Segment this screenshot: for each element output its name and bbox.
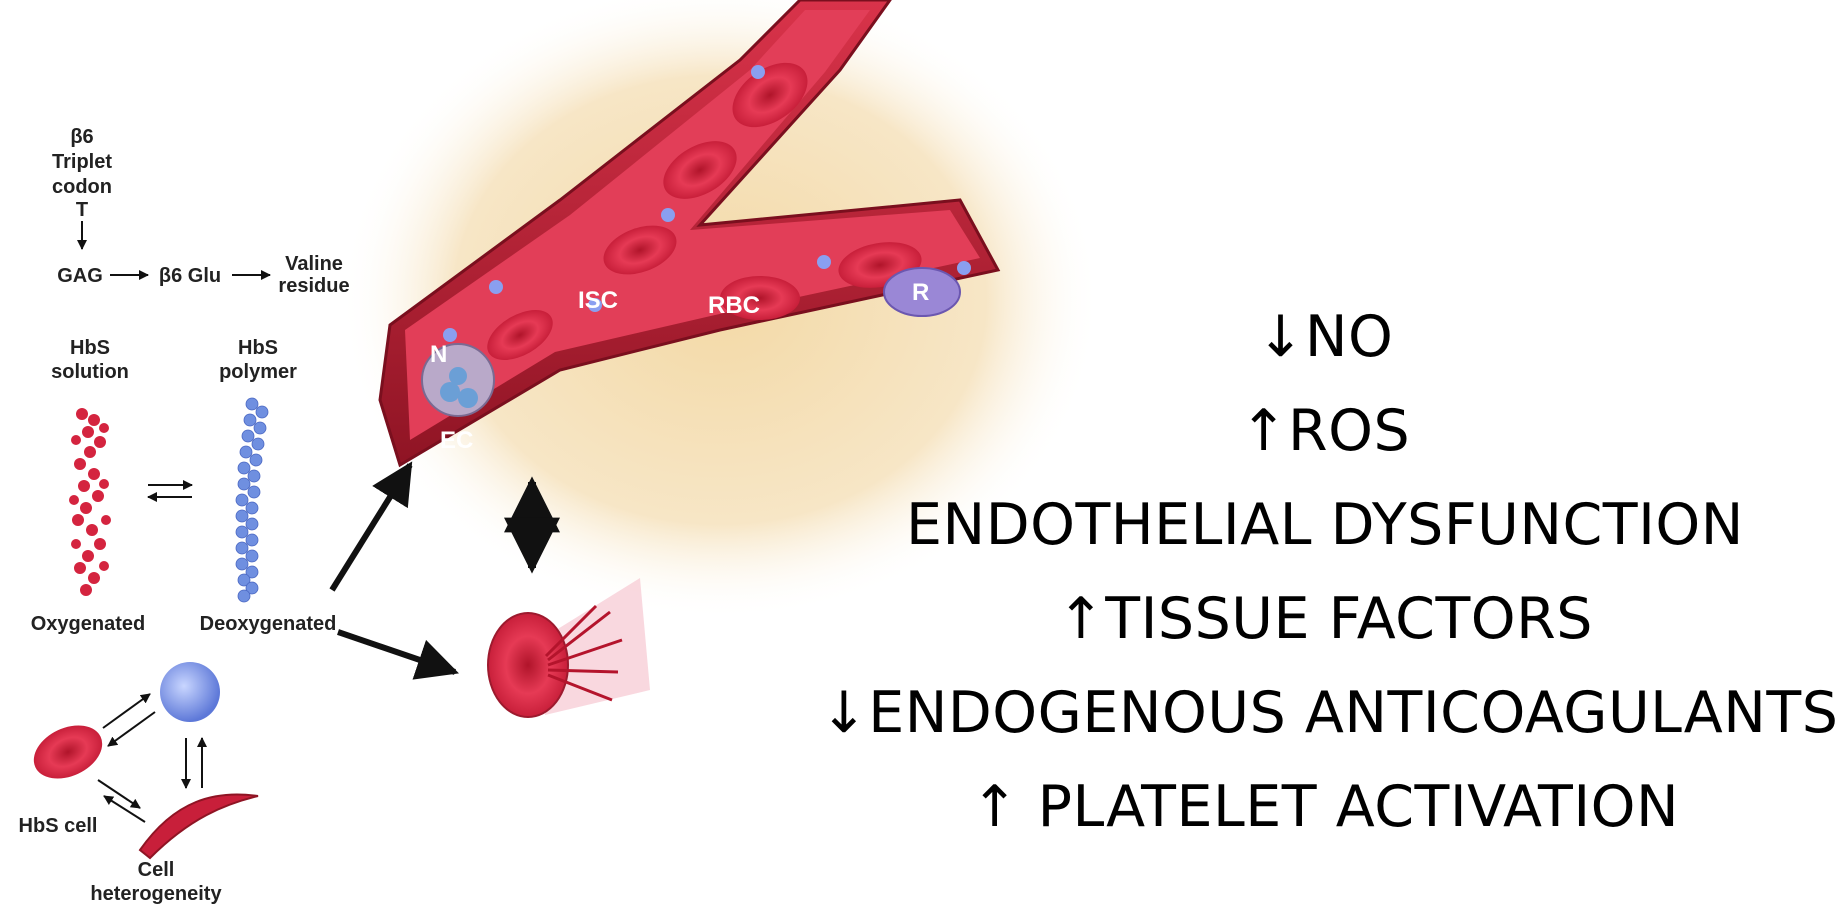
mutation-pathway: β6 Triplet codon T GAG β6 Glu Valine res…: [52, 126, 350, 297]
codon-base: T: [76, 199, 88, 221]
deoxygenated-label: Deoxygenated: [200, 613, 337, 635]
sickle-to-red-arrow: [104, 796, 145, 822]
blue-to-red-arrow: [108, 712, 155, 746]
red-to-blue-arrow: [103, 694, 150, 728]
polymer-line2: polymer: [219, 361, 297, 383]
polymer-line1: HbS: [238, 337, 278, 359]
hbs-red-cell: [25, 715, 111, 789]
blue-cell: [160, 662, 220, 722]
effect-ros: ↑ROS: [820, 384, 1830, 478]
effect-endothelial-dysfunction: ENDOTHELIAL DYSFUNCTION: [820, 478, 1830, 572]
hbs-polymer-fiber: [236, 398, 268, 602]
vessel-label-n: N: [430, 341, 447, 368]
valine-line1: Valine: [285, 253, 343, 275]
codon-title-line1: β6: [70, 126, 93, 148]
oxygenated-label: Oxygenated: [31, 613, 145, 635]
clinical-effects-list: ↓NO ↑ROS ENDOTHELIAL DYSFUNCTION ↑TISSUE…: [820, 290, 1830, 854]
effect-platelet-activation: ↑ PLATELET ACTIVATION: [820, 760, 1830, 854]
codon-title-line2: Triplet: [52, 151, 112, 173]
valine-line2: residue: [278, 275, 349, 297]
solution-line1: HbS: [70, 337, 110, 359]
vessel-label-ec: EC: [440, 427, 473, 454]
hbs-polymerization: HbS solution HbS polymer: [31, 337, 337, 635]
effect-tissue-factors: ↑TISSUE FACTORS: [820, 572, 1830, 666]
codon-title-line3: codon: [52, 176, 112, 198]
deoxy-to-adhesion-arrow: [338, 632, 455, 672]
sickle-cell: [140, 794, 258, 858]
vessel-label-rbc: RBC: [708, 292, 760, 319]
red-to-sickle-arrow: [98, 780, 140, 808]
effect-no: ↓NO: [820, 290, 1830, 384]
vessel-label-isc: ISC: [578, 287, 618, 314]
adhering-red-cell: [488, 578, 650, 717]
heterogeneity-line2: heterogeneity: [90, 883, 222, 905]
deoxy-to-vessel-arrow: [332, 465, 410, 590]
effect-endogenous-anticoagulants: ↓ENDOGENOUS ANTICOAGULANTS: [820, 666, 1830, 760]
hbs-cell-label: HbS cell: [19, 815, 98, 837]
glu-label: β6 Glu: [159, 265, 221, 287]
heterogeneity-line1: Cell: [138, 859, 175, 881]
hbs-solution-molecules: [69, 408, 111, 596]
cell-heterogeneity: HbS cell Cell heterogeneity: [19, 662, 258, 905]
gag-label: GAG: [57, 265, 103, 287]
solution-line2: solution: [51, 361, 129, 383]
